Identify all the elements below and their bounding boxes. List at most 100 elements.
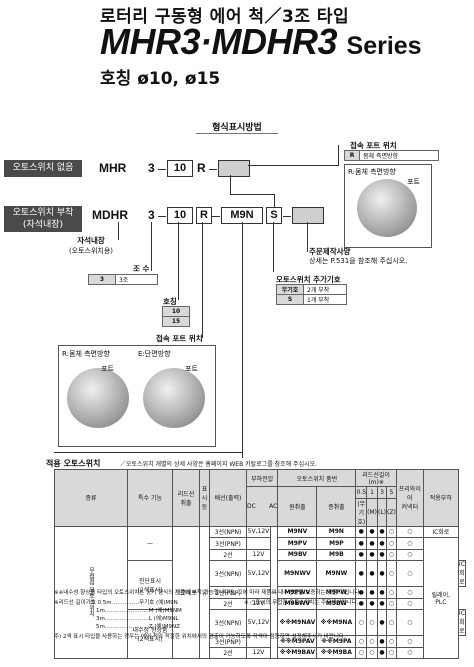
lead-mark-cell: ● xyxy=(366,537,378,550)
size-box-1: 10 xyxy=(167,160,193,177)
jaw-code-1: 3 xyxy=(148,161,155,175)
lead-mark-cell: ● xyxy=(376,586,388,599)
series-label: Series xyxy=(346,32,422,60)
count-desc-cell: 1개 부착 xyxy=(303,294,347,305)
lead-mark-cell: ○ xyxy=(386,525,397,538)
section-title: 형식표시방법 xyxy=(212,123,262,133)
wiring-cell: 2선 xyxy=(209,548,247,561)
lead-mark-cell: ● xyxy=(366,560,378,587)
th-load-voltage: 부하전압 xyxy=(245,469,279,487)
special-note: 상세는 P.531을 참조해 주십시오. xyxy=(309,257,408,265)
port-e-label: E:단면방향 xyxy=(138,350,171,358)
port-upper-picture: R:몸체 측면방향 포트 xyxy=(344,164,432,248)
connector-line xyxy=(230,175,231,195)
wiring-cell: 2선 xyxy=(209,597,247,610)
footnote-2c: 3m……………………L (예)M9NL xyxy=(96,616,179,622)
dc-cell: 5V,12V xyxy=(246,609,271,636)
lead-mark-cell: ○ xyxy=(355,609,368,636)
actuator-image-e xyxy=(143,368,205,428)
dc-cell: 5V,12V xyxy=(246,560,271,587)
wiring-cell: 3선(NPN) xyxy=(209,525,247,538)
footnote-4: 주) 2색 표시 타입을 사용하는 경우는 에어 척의 적절한 위치에서의 검출… xyxy=(54,634,346,640)
port-box-2: R xyxy=(196,207,212,224)
th-dc: DC xyxy=(247,502,256,510)
connector-cell: ○ xyxy=(395,646,424,659)
type-cell: 무접점 오토스위치 xyxy=(54,525,128,659)
footnote-2b: 1m……………………M (예)M9NM xyxy=(96,608,182,614)
magnet-label-1: 자석내장 xyxy=(77,236,105,245)
actuator-image-upper xyxy=(357,179,417,237)
jaw-code-2: 3 xyxy=(148,208,155,222)
bore-sizes: 호칭 ø10, ø15 xyxy=(100,69,221,89)
connector-cell: ○ xyxy=(395,635,424,648)
title-korean: 로터리 구동형 에어 척／3조 타입 xyxy=(100,7,350,27)
footnote-2a: ※리드선 길이기호 0.5m……………무기호 (예)M9N xyxy=(54,600,178,606)
inline-model-cell: ※※M9NA xyxy=(316,609,357,636)
count-code-cell: 무기호 xyxy=(276,284,304,295)
wiring-cell: 3선(NPN) xyxy=(209,609,247,636)
lead-mark-cell: ○ xyxy=(366,646,378,659)
pointer-line xyxy=(242,222,243,458)
th-connector: 프리와이어 커넥터 xyxy=(395,469,424,527)
wiring-cell: 3선(NPN) xyxy=(209,560,247,587)
lead-mark-cell: ○ xyxy=(366,635,378,648)
pointer-line xyxy=(338,145,339,165)
wiring-cell: 3선(PNP) xyxy=(209,537,247,550)
port-upper-desc: 몸체 측면방향 xyxy=(359,150,439,161)
th-special: 특수 기능 xyxy=(127,469,173,527)
inline-model-cell: M9NW xyxy=(316,560,357,587)
port-lower-title: 접속 포트 위치 xyxy=(156,334,203,343)
pointer-line xyxy=(248,165,339,166)
port-word-r: 포트 xyxy=(101,365,114,373)
pointer-line xyxy=(151,222,152,271)
inline-model-cell: ※※M9BA xyxy=(316,646,357,659)
dc-cell: 5V,12V xyxy=(246,525,271,538)
footnote-2d: 5m……………………Z (예)M9NZ xyxy=(96,624,180,630)
pointer-line xyxy=(118,222,119,240)
lead-mark-cell: ● xyxy=(376,609,388,636)
magnet-label: 자석내장(오토스위치용) xyxy=(56,235,126,256)
with-switch-label-1: 오토스위치 부착 xyxy=(12,208,74,218)
lead-mark-cell: ● xyxy=(366,586,378,599)
dash xyxy=(212,216,220,217)
th-l05b: (무기호) xyxy=(355,497,368,527)
inline-model-cell: M9PW xyxy=(316,586,357,599)
size-cell-10: 10 xyxy=(162,306,190,317)
port-upper-code: R xyxy=(344,150,360,161)
model-code-mhr: MHR xyxy=(99,161,127,175)
th-lead-len: 리드선길이(m)※ xyxy=(355,469,397,487)
inline-model-cell: M9B xyxy=(316,548,357,561)
lead-mark-cell: ○ xyxy=(386,646,397,659)
jaw-desc-cell: 3조 xyxy=(115,274,158,285)
th-l5: 5 xyxy=(386,486,397,499)
with-switch-label-2: (자석내장) xyxy=(22,220,64,230)
load-cell: IC회로 xyxy=(457,609,467,636)
port-word-upper: 포트 xyxy=(407,178,420,186)
dc-cell xyxy=(246,537,271,550)
dc-cell xyxy=(246,635,271,648)
lead-mark-cell: ● xyxy=(366,525,378,538)
func-cell: 진단표시 (2색표시) xyxy=(127,560,173,610)
lead-mark-cell: ● xyxy=(376,635,388,648)
count-box: S xyxy=(266,207,282,224)
perp-model-cell: M9BV xyxy=(277,548,318,561)
count-desc-cell: 2개 부착 xyxy=(303,284,347,295)
connector-cell: ○ xyxy=(395,525,424,538)
port-upper-pic-label: R:몸체 측면방향 xyxy=(348,168,396,176)
table-row: 3선(PNP)※※M9PAV※※M9PA○○●○○ xyxy=(55,635,466,648)
pointer-line xyxy=(307,222,308,252)
th-l1b: (M) xyxy=(366,497,378,527)
th-indicator: 표시등 xyxy=(199,469,210,527)
lead-mark-cell: ○ xyxy=(386,537,397,550)
th-wiring: 배선(출력) xyxy=(209,469,247,527)
dash xyxy=(209,169,217,170)
lead-mark-cell: ○ xyxy=(386,560,397,587)
load-cell: IC회로 xyxy=(422,525,459,538)
size-title: 호칭 xyxy=(163,297,177,306)
count-code-cell: S xyxy=(276,294,304,305)
